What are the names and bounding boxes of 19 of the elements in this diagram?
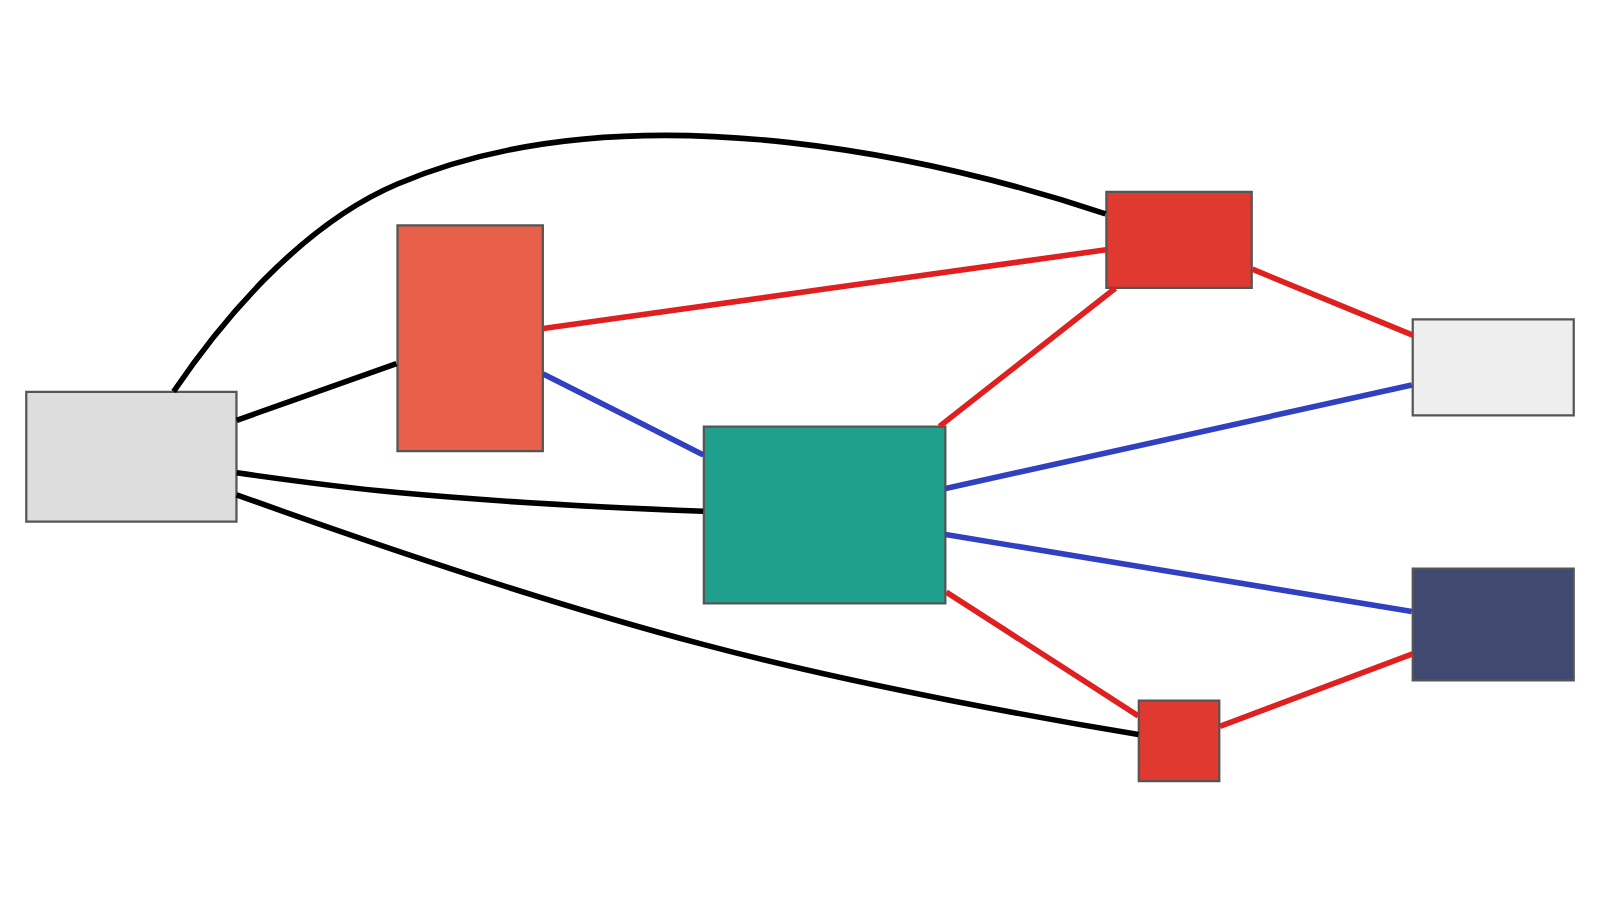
node-box (396, 223, 544, 452)
connector (1218, 650, 1414, 728)
connector (236, 469, 704, 514)
connector (937, 285, 1118, 428)
connector (171, 131, 1107, 393)
connector (235, 491, 1139, 737)
node-box (702, 424, 947, 604)
connector (944, 381, 1413, 491)
node-box (1137, 698, 1221, 782)
connector (235, 360, 398, 422)
connector (944, 588, 1140, 718)
connector (542, 246, 1107, 331)
connector (945, 530, 1413, 614)
node-box (25, 389, 238, 522)
connector (541, 370, 705, 457)
node-box (1105, 189, 1253, 289)
connector (1251, 265, 1414, 337)
node-box (1411, 317, 1575, 416)
node-box (1411, 566, 1575, 681)
